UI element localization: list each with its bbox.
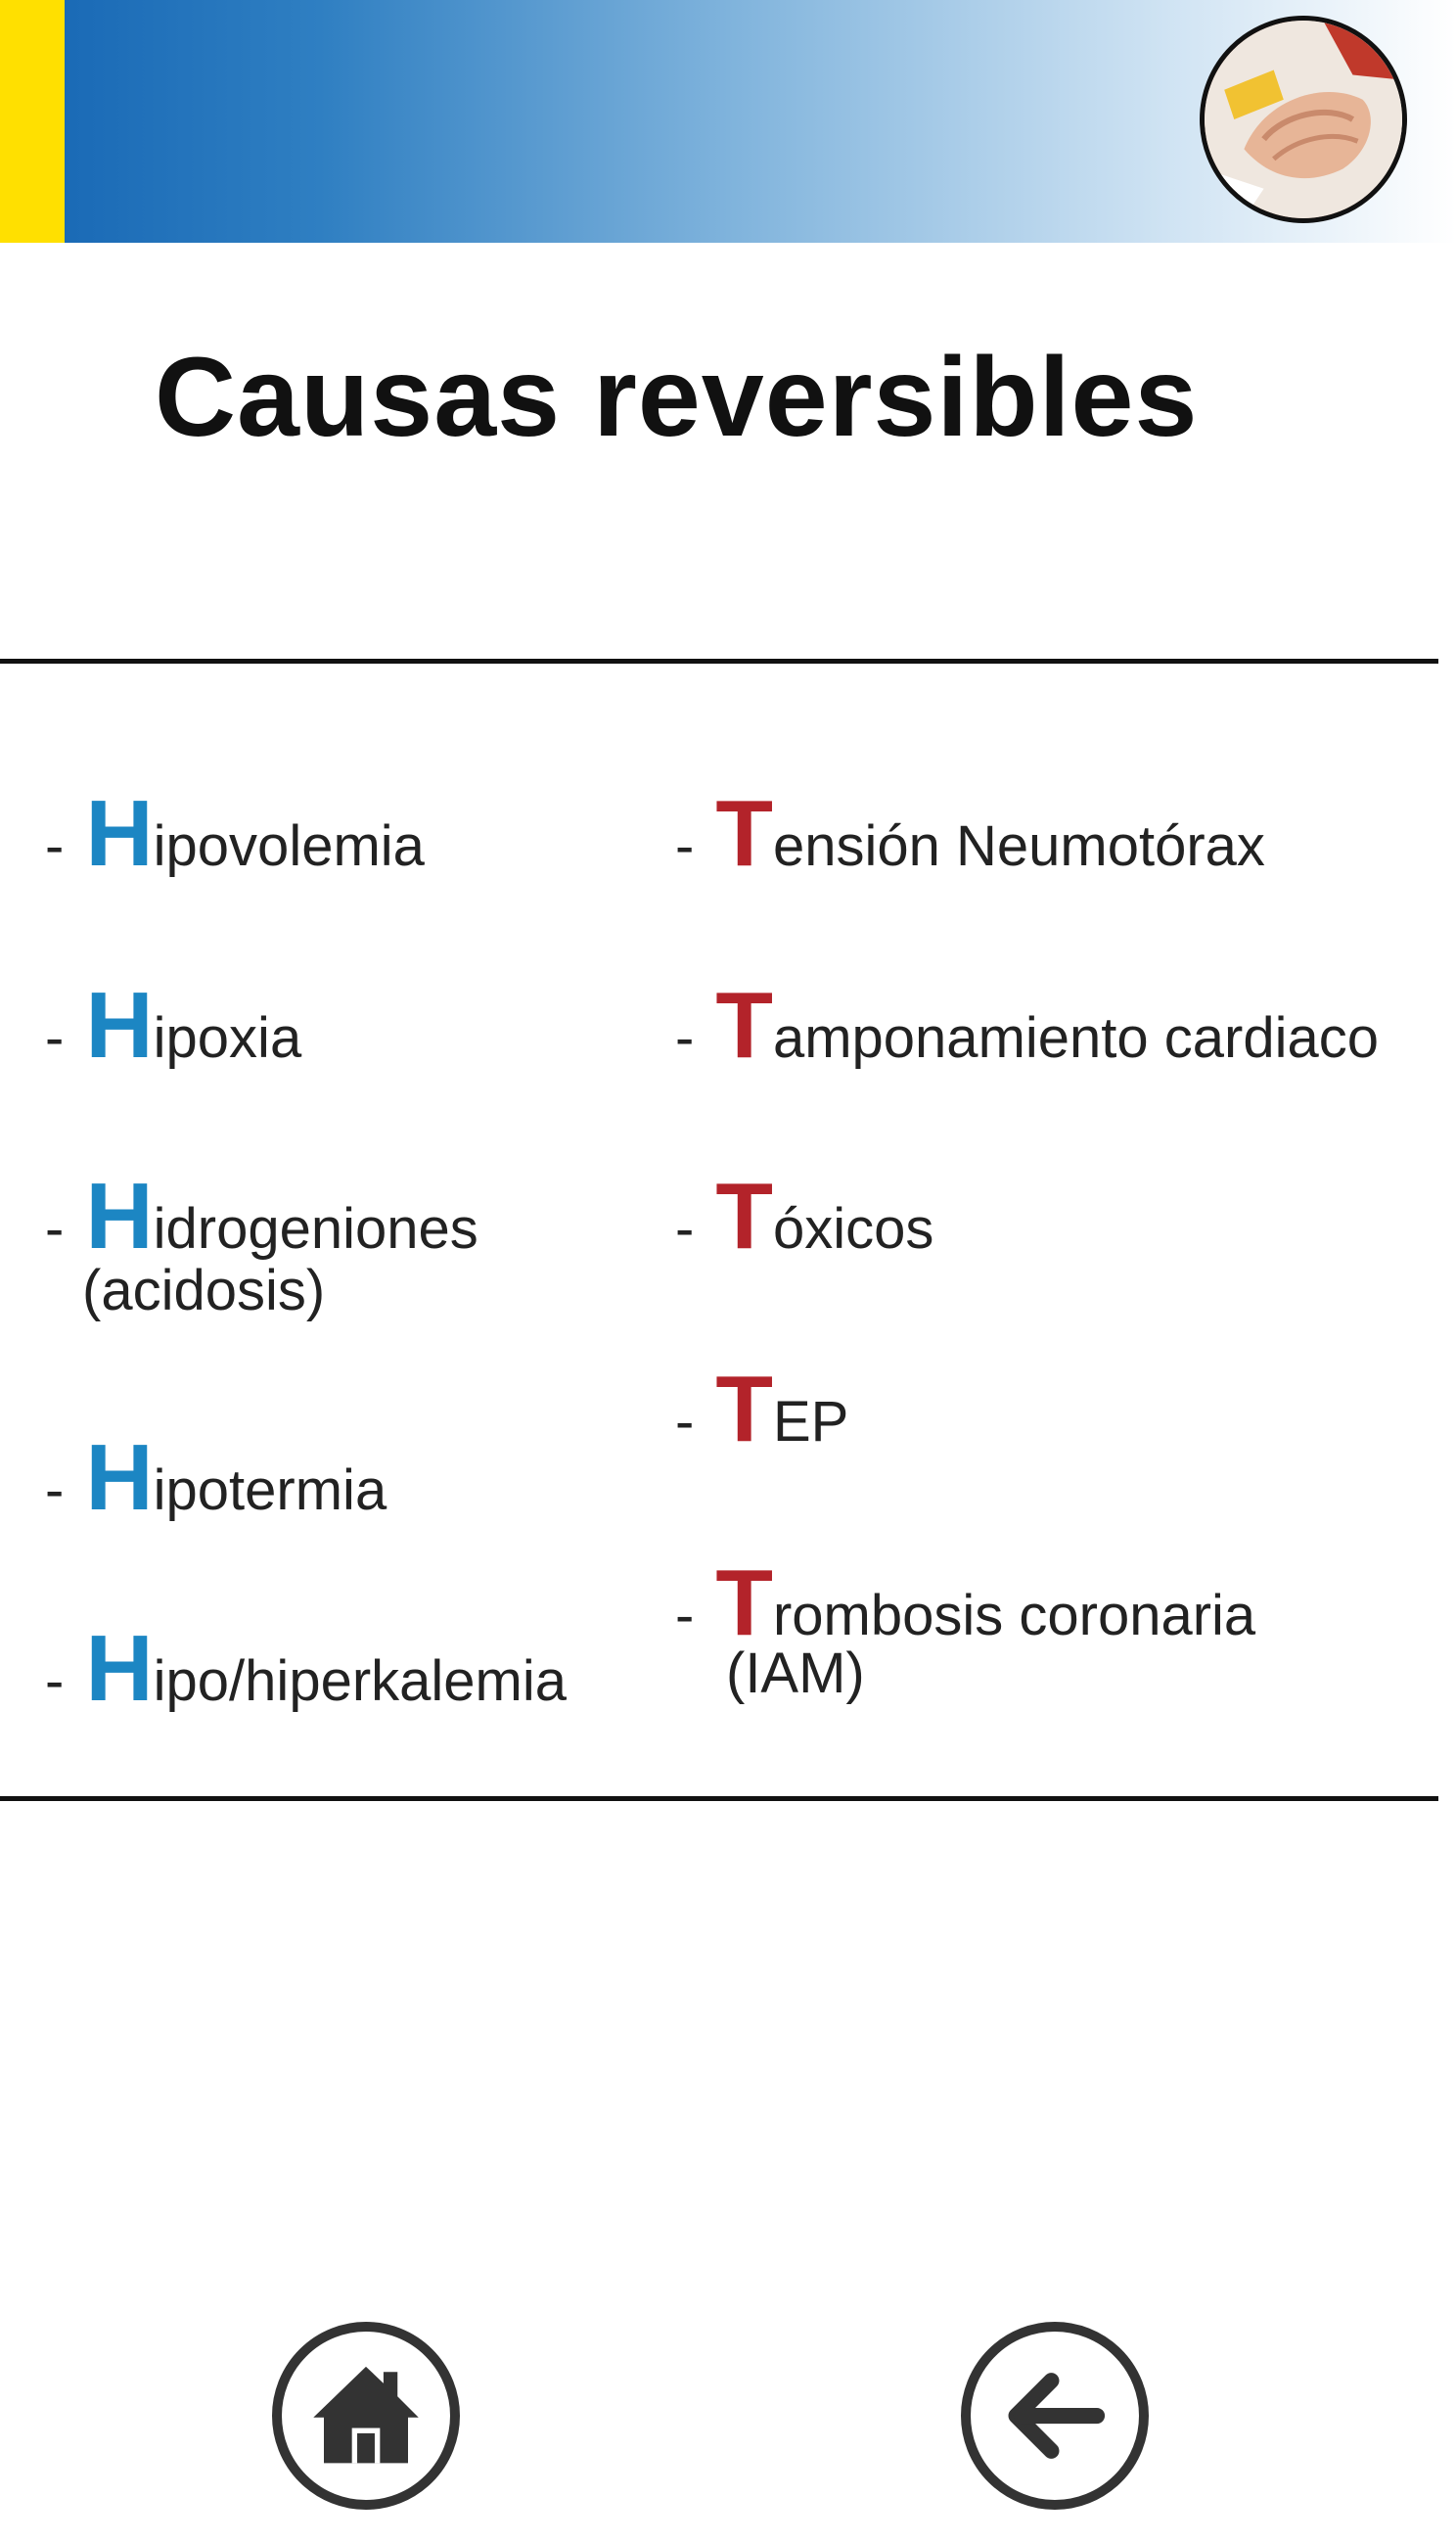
top-divider [0,659,1438,664]
list-item-h-4: -Hipotermia [45,1425,387,1530]
home-icon [313,2366,419,2464]
t-item-continuation: (IAM) [726,1641,865,1705]
t-item-text: ensión Neumotórax [772,814,1265,878]
arrow-left-icon [1008,2373,1106,2459]
h-item-continuation: (acidosis) [82,1259,326,1322]
list-item-t-3: -Tóxicos [675,1164,934,1269]
h-letter: H [85,1164,154,1269]
t-letter: T [715,1550,773,1655]
page-title: Causas reversibles [155,335,1199,460]
h-letter: H [85,1616,154,1721]
list-item-t-5: -Trombosis coronaria [675,1550,1256,1655]
list-item-h-5: -Hipo/hiperkalemia [45,1616,567,1721]
t-letter: T [715,973,773,1078]
header-accent-bar [0,0,65,243]
h-letter: H [85,1425,154,1530]
t-item-text: EP [772,1390,849,1454]
h-item-text: ipoxia [153,1006,302,1070]
h-item-text: idrogeniones [153,1197,478,1261]
home-button[interactable] [272,2322,460,2510]
h-item-text: ipotermia [153,1458,387,1522]
list-item-h-2: -Hipoxia [45,973,302,1078]
back-button[interactable] [961,2322,1149,2510]
t-letter: T [715,781,773,886]
h-item-text: ipo/hiperkalemia [153,1649,567,1713]
list-item-t-4: -TEP [675,1357,849,1461]
bottom-divider [0,1796,1438,1801]
list-item-t-2: -Tamponamiento cardiaco [675,973,1379,1078]
t-item-text: óxicos [772,1197,934,1261]
list-item-t-1: -Tensión Neumotórax [675,781,1265,886]
h-item-text: ipovolemia [153,814,425,878]
list-item-h-3: -Hidrogeniones [45,1164,478,1269]
t-letter: T [715,1357,773,1461]
t-item-text: amponamiento cardiaco [772,1006,1379,1070]
cpr-hands-icon [1200,16,1407,223]
h-letter: H [85,781,154,886]
h-letter: H [85,973,154,1078]
t-item-text: rombosis coronaria [772,1584,1256,1647]
t-letter: T [715,1164,773,1269]
list-item-h-1: -Hipovolemia [45,781,425,886]
header-banner [0,0,1456,243]
